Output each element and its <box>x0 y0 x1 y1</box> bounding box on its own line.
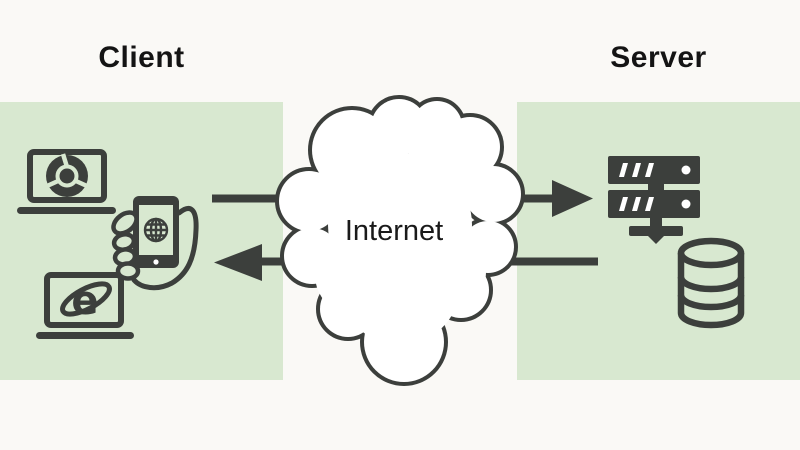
ie-letter: e <box>71 278 98 324</box>
home-button-dot <box>153 259 159 265</box>
globe-icon <box>143 217 169 243</box>
ie-laptop-icon: e <box>36 272 134 339</box>
internet-cloud <box>275 95 525 386</box>
server-lights <box>619 163 691 211</box>
hand-outline <box>111 206 199 291</box>
chrome-laptop-icon <box>17 149 116 214</box>
client-label: Client <box>98 41 185 74</box>
ie-logo-icon: e <box>60 278 112 324</box>
internet-label: Internet <box>344 215 444 247</box>
server-label: Server <box>610 41 707 74</box>
chrome-logo-icon <box>46 153 88 197</box>
server-rack-icon <box>608 156 700 244</box>
database-icon <box>677 237 745 329</box>
smartphone-in-hand-icon <box>111 196 199 291</box>
